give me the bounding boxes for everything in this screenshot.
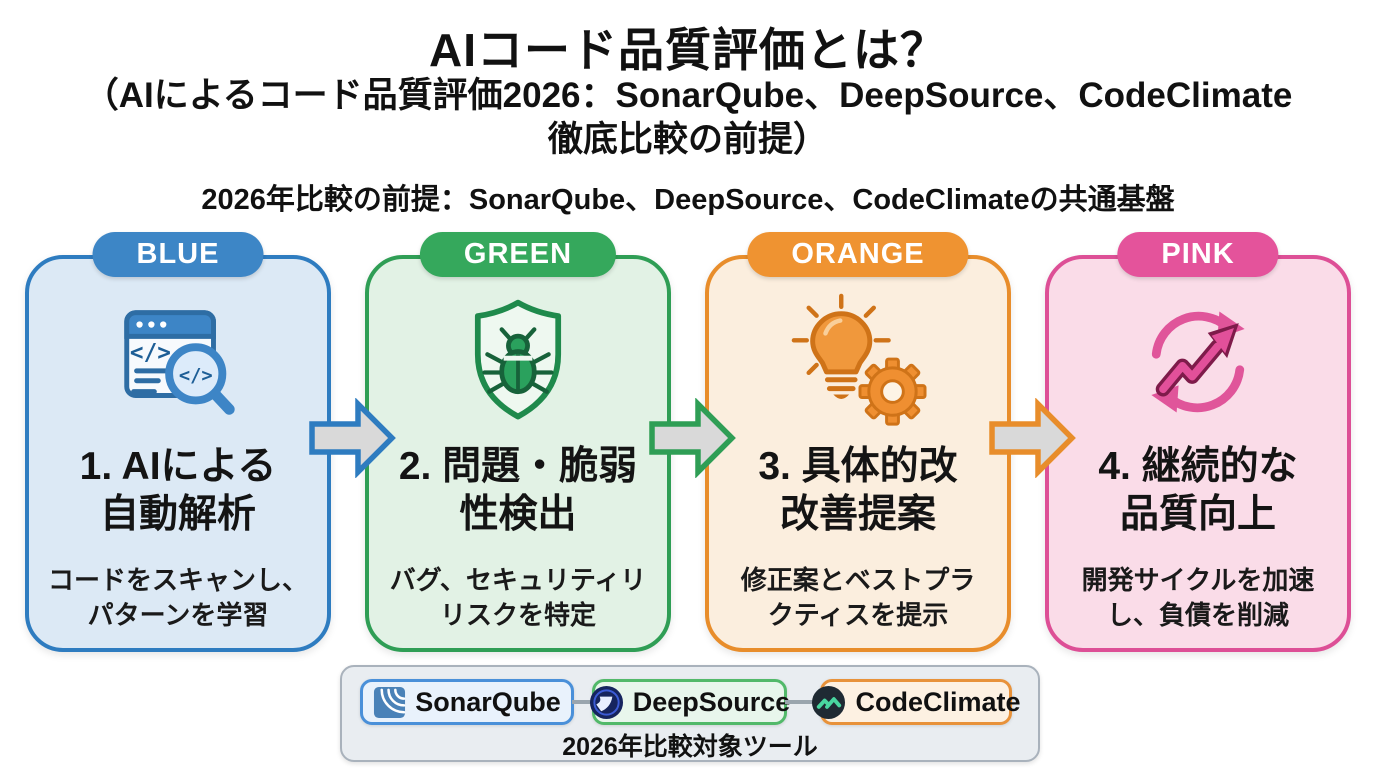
step-description-2: バグ、セキュリティリ リスクを特定 <box>389 565 647 631</box>
tool-name: SonarQube <box>415 686 561 717</box>
cycle-growth-icon <box>1049 291 1347 433</box>
svg-text:</>: </> <box>179 366 213 387</box>
tool-chip-codeclimate: CodeClimate <box>812 679 1021 725</box>
page-title: AIコード品質評価とは？ <box>429 24 947 76</box>
step-badge-orange: ORANGE <box>747 232 969 277</box>
flow-arrow-1-icon <box>309 398 396 478</box>
step-title-4: 4. 継続的な 品質向上 <box>1098 445 1298 536</box>
premise-line: 2026年比較の前提：SonarQube、DeepSource、CodeClim… <box>201 184 1175 216</box>
code-scan-magnifier-icon: </> </> <box>29 291 327 433</box>
page-subtitle: （AIによるコード品質評価2026：SonarQube、DeepSource、C… <box>83 76 1293 160</box>
lightbulb-gear-icon <box>709 291 1007 433</box>
tools-legend-panel: SonarQube DeepSource CodeCli <box>340 665 1040 762</box>
tool-chip-sonarqube: SonarQube <box>360 679 574 725</box>
flow-arrow-3-icon <box>989 398 1076 478</box>
legend-connector-line <box>785 700 822 704</box>
step-description-4: 開発サイクルを加速 し、負債を削減 <box>1081 565 1315 631</box>
step-card-2-issue-detection: GREEN 2. 問題・脆弱 性検出 バグ、セキュリティリ リスクを特定 <box>365 232 671 652</box>
step-card-3-improvement-suggestions: ORANGE <box>705 232 1011 652</box>
step-card-4-continuous-improvement: PINK 4. 継続的な 品質向上 開発サイクルを加速 し、負債を削減 <box>1045 232 1351 652</box>
step-title-2: 2. 問題・脆弱 性検出 <box>398 445 638 536</box>
step-title-1: 1. AIによる 自動解析 <box>79 445 277 536</box>
flow-arrow-2-icon <box>649 398 736 478</box>
step-card-1-ai-analysis: BLUE </> </> 1. AIによる 自動解析 コードをスキャンし、 パタ… <box>25 232 331 652</box>
legend-caption: 2026年比較対象ツール <box>562 733 818 761</box>
svg-text:</>: </> <box>130 340 171 366</box>
step-description-3: 修正案とベストプラ クティスを提示 <box>740 565 976 631</box>
step-badge-pink: PINK <box>1117 232 1279 277</box>
legend-connector-line <box>572 700 594 704</box>
tool-chip-deepsource: DeepSource <box>589 679 790 725</box>
codeclimate-logo-icon <box>811 685 846 720</box>
step-title-3: 3. 具体的改 改善提案 <box>758 445 958 536</box>
shield-bug-icon <box>369 291 667 433</box>
step-badge-green: GREEN <box>419 232 617 277</box>
sonarqube-logo-icon <box>373 686 406 719</box>
tool-name: CodeClimate <box>855 686 1021 717</box>
tool-name: DeepSource <box>632 686 791 717</box>
step-description-1: コードをスキャンし、 パターンを学習 <box>47 565 308 631</box>
step-badge-blue: BLUE <box>92 232 264 277</box>
deepsource-logo-icon <box>589 685 624 720</box>
